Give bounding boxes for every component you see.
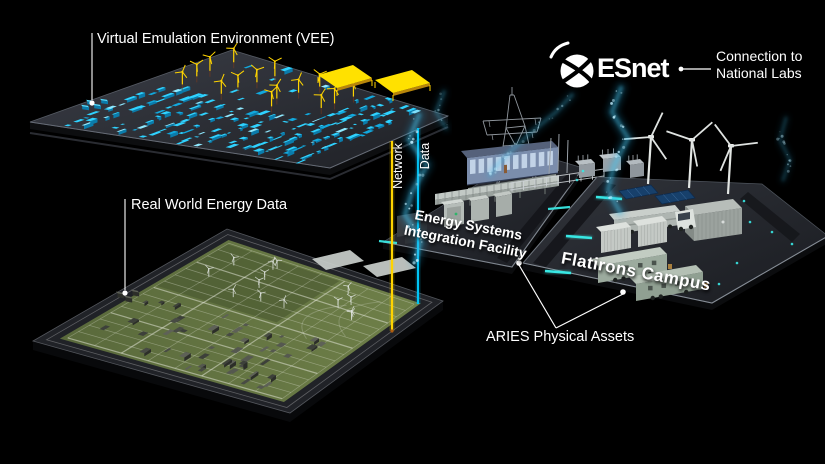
vee-platform — [29, 41, 450, 181]
virtual-solar-panels — [317, 65, 431, 101]
container-stacks — [596, 216, 667, 253]
data-label: Data — [418, 142, 432, 170]
solar-arrays — [618, 184, 696, 205]
real-world-data-label: Real World Energy Data — [131, 197, 288, 213]
virtual-wind-turbines — [174, 41, 360, 114]
esif-platform — [378, 87, 644, 274]
esnet-logo-icon — [549, 41, 595, 88]
connection-label: Connection to National Labs — [716, 48, 802, 81]
map-solar-arrays — [312, 250, 416, 277]
weather-masts — [548, 133, 569, 175]
connection-label-line1: Connection to — [716, 48, 803, 64]
leader-lines — [89, 33, 711, 329]
real-world-map-platform — [31, 228, 444, 422]
flatirons-platform — [522, 112, 825, 310]
network-label: Network — [391, 143, 405, 189]
data-stream-effects — [399, 82, 794, 268]
aries-assets-label: ARIES Physical Assets — [486, 329, 635, 345]
mobile-lab-trailers — [591, 247, 708, 301]
map-wind-turbines — [205, 253, 356, 321]
esnet-wordmark: ESnet — [597, 53, 670, 83]
connection-label-line2: National Labs — [716, 64, 802, 81]
map-buildings — [99, 289, 327, 390]
emulation-city-blocks — [64, 65, 422, 164]
vee-label: Virtual Emulation Environment (VEE) — [97, 31, 335, 47]
